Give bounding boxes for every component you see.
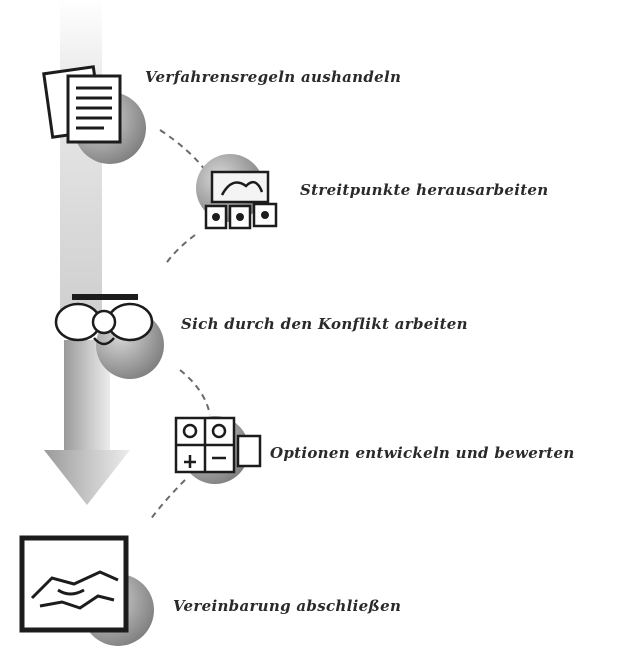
step-2-label: Streitpunkte herausarbeiten [300, 181, 549, 199]
connector-3-4 [179, 369, 211, 416]
step-4-label: Optionen entwickeln und bewerten [270, 444, 575, 462]
option-grid-icon [174, 416, 262, 484]
connector-4-5 [149, 479, 186, 521]
handshake-icon [19, 535, 154, 646]
step-1-label: Verfahrensregeln aushandeln [145, 68, 402, 86]
connector-2-3 [164, 234, 196, 266]
document-stack-icon [42, 65, 146, 164]
puzzle-pieces-icon [196, 154, 278, 230]
step-3-label: Sich durch den Konflikt arbeiten [181, 315, 468, 333]
people-talking-icon [54, 294, 164, 379]
step-5-label: Vereinbarung abschließen [173, 597, 402, 615]
flow-shaft-top [60, 0, 102, 330]
connector-1-2 [159, 129, 206, 171]
